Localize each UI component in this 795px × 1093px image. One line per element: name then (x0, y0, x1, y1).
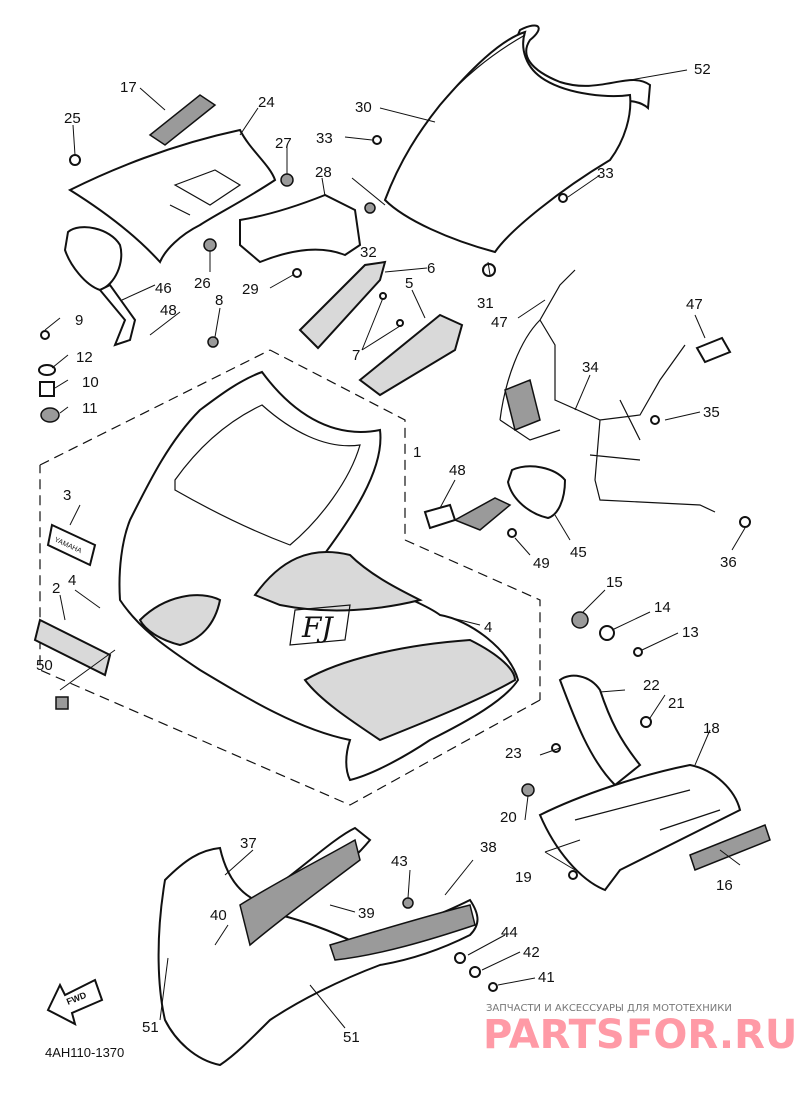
under-cowling-panel-lower (329, 904, 476, 961)
callout-13: 13 (682, 624, 699, 641)
callout-25: 25 (64, 110, 81, 127)
inner-panel (67, 128, 277, 264)
watermark-brand-right: FOR.RU (626, 1012, 795, 1058)
mirror-right (506, 465, 567, 520)
callout-51a: 51 (142, 1019, 159, 1036)
fwd-arrow (46, 978, 104, 1026)
callout-44: 44 (501, 924, 518, 941)
side-cover-detail (574, 789, 721, 831)
callout-5: 5 (405, 275, 413, 292)
callout-28: 28 (315, 164, 332, 181)
callout-29: 29 (242, 281, 259, 298)
mirror-right-base (453, 497, 512, 531)
callout-52: 52 (694, 61, 711, 78)
callout-4a: 4 (68, 572, 76, 589)
callout-23: 23 (505, 745, 522, 762)
callout-33b: 33 (597, 165, 614, 182)
callout-7: 7 (352, 347, 360, 364)
callout-9: 9 (75, 312, 83, 329)
callout-34: 34 (582, 359, 599, 376)
air-duct (239, 193, 362, 264)
callout-46: 46 (155, 280, 172, 297)
cowling-lower-opening (303, 638, 517, 742)
callout-45: 45 (570, 544, 587, 561)
callout-39: 39 (358, 905, 375, 922)
side-cover (538, 763, 742, 892)
cowling-side-scoop (253, 550, 423, 612)
callout-42: 42 (523, 944, 540, 961)
inner-panel-detail (169, 169, 242, 216)
windshield (383, 30, 632, 254)
cowling-front-opening (138, 594, 222, 647)
callout-20: 20 (500, 809, 517, 826)
callout-6: 6 (427, 260, 435, 277)
callout-4b: 4 (484, 619, 492, 636)
callout-38: 38 (480, 839, 497, 856)
upper-bracket (148, 94, 217, 146)
watermark-tagline: ЗАПЧАСТИ И АКСЕССУАРЫ ДЛЯ МОТОТЕХНИКИ (486, 1003, 732, 1014)
callout-30: 30 (355, 99, 372, 116)
callout-51b: 51 (343, 1029, 360, 1046)
callout-21: 21 (668, 695, 685, 712)
stay-plate (695, 336, 732, 364)
callout-37: 37 (240, 835, 257, 852)
callout-10: 10 (82, 374, 99, 391)
side-strip-lower (358, 313, 464, 397)
callout-48a: 48 (160, 302, 177, 319)
diagram-code: 4AH110-1370 (45, 1045, 124, 1060)
callout-48b: 48 (449, 462, 466, 479)
mirror (63, 226, 123, 292)
callout-8: 8 (215, 292, 223, 309)
callout-31: 31 (477, 295, 494, 312)
under-cowling-panel (239, 838, 361, 947)
callout-3: 3 (63, 487, 71, 504)
leader-lines (44, 69, 746, 1029)
fj-emblem-label: FJ (301, 611, 334, 644)
callout-24: 24 (258, 94, 275, 111)
cowling-windscreen-opening (174, 404, 361, 546)
callout-47a: 47 (491, 314, 508, 331)
callout-32: 32 (360, 244, 377, 261)
callout-16: 16 (716, 877, 733, 894)
fj-emblem (289, 604, 351, 646)
yamaha-decal (46, 523, 97, 567)
windshield-edge-line (439, 34, 526, 106)
callout-26: 26 (194, 275, 211, 292)
callout-50: 50 (36, 657, 53, 674)
callout-22: 22 (643, 677, 660, 694)
side-inner-panel (558, 674, 642, 787)
assembly-boundary (39, 349, 541, 806)
callout-14: 14 (654, 599, 671, 616)
callout-35: 35 (703, 404, 720, 421)
mirror-stem (98, 283, 137, 347)
callout-18: 18 (703, 720, 720, 737)
callout-49: 49 (533, 555, 550, 572)
side-strip-upper (298, 260, 387, 350)
callout-17: 17 (120, 79, 137, 96)
callout-27: 27 (275, 135, 292, 152)
hardware-group (38, 135, 751, 992)
callout-43: 43 (391, 853, 408, 870)
watermark-brand-left: PARTS (483, 1012, 625, 1058)
callout-33a: 33 (316, 130, 333, 147)
callout-2: 2 (52, 580, 60, 597)
callout-40: 40 (210, 907, 227, 924)
callout-labels: 1 2 3 4 4 5 6 7 8 9 10 11 12 13 14 15 16… (36, 61, 737, 1046)
callout-36: 36 (720, 554, 737, 571)
callout-41: 41 (538, 969, 555, 986)
callout-12: 12 (76, 349, 93, 366)
fairing-stay (499, 269, 716, 513)
gasket-48 (423, 503, 457, 530)
callout-47b: 47 (686, 296, 703, 313)
callout-1: 1 (413, 444, 421, 461)
trim-strip (33, 618, 112, 677)
callout-15: 15 (606, 574, 623, 591)
callout-19: 19 (515, 869, 532, 886)
callout-11: 11 (82, 400, 98, 417)
side-cover-strip (689, 824, 771, 871)
stay-mount (504, 378, 541, 432)
